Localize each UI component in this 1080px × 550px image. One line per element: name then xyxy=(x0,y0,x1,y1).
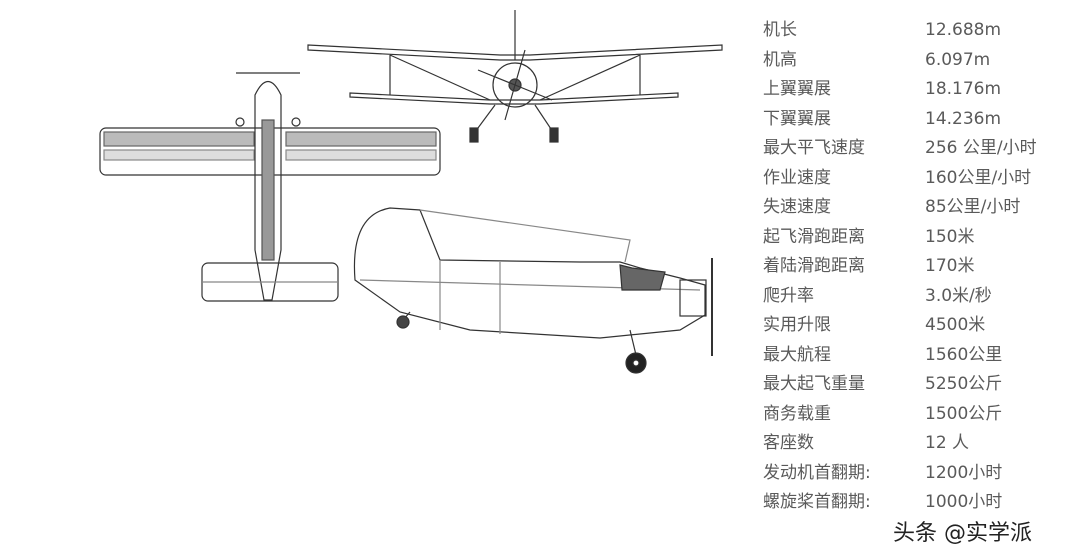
side-view xyxy=(353,207,713,374)
spec-label: 客座数 xyxy=(763,433,814,453)
top-view xyxy=(99,72,441,302)
spec-row: 机高 6.097m xyxy=(763,48,1080,72)
spec-label: 起飞滑跑距离 xyxy=(763,226,865,247)
spec-row: 发动机首翻期: 1200小时 xyxy=(763,461,1080,485)
front-view xyxy=(307,10,723,143)
spec-value: 18.176m xyxy=(925,79,1002,99)
spec-label: 着陆滑跑距离 xyxy=(763,256,865,276)
spec-row: 螺旋桨首翻期: 1000小时 xyxy=(763,490,1080,514)
spec-row: 最大航程 1560公里 xyxy=(763,343,1080,367)
spec-row: 机长 12.688m xyxy=(763,18,1080,42)
spec-row: 爬升率 3.0米/秒 xyxy=(763,284,1080,308)
spec-value: 170米 xyxy=(925,256,975,276)
spec-row: 客座数 12 人 xyxy=(763,431,1080,455)
spec-label: 螺旋桨首翻期: xyxy=(763,492,871,512)
spec-value: 12.688m xyxy=(925,20,1002,40)
spec-label: 失速速度 xyxy=(763,197,831,217)
spec-value: 3.0米/秒 xyxy=(925,285,992,306)
spec-label: 实用升限 xyxy=(763,315,831,335)
spec-label: 机高 xyxy=(763,49,797,70)
spec-value: 12 人 xyxy=(925,433,970,453)
spec-label: 爬升率 xyxy=(763,285,814,306)
spec-value: 5250公斤 xyxy=(925,374,1003,394)
spec-row: 最大平飞速度 256 公里/小时 xyxy=(763,136,1080,160)
spec-value: 160公里/小时 xyxy=(925,167,1032,188)
spec-label: 上翼翼展 xyxy=(763,79,831,99)
spec-label: 机长 xyxy=(763,20,797,40)
spec-row: 最大起飞重量 5250公斤 xyxy=(763,372,1080,396)
spec-row: 上翼翼展 18.176m xyxy=(763,77,1080,101)
spec-label: 发动机首翻期: xyxy=(763,462,871,483)
spec-value: 6.097m xyxy=(925,49,991,70)
spec-row: 商务载重 1500公斤 xyxy=(763,402,1080,426)
spec-value: 1560公里 xyxy=(925,344,1003,365)
spec-row: 失速速度 85公里/小时 xyxy=(763,195,1080,219)
spec-row: 作业速度 160公里/小时 xyxy=(763,166,1080,190)
spec-row: 着陆滑跑距离 170米 xyxy=(763,254,1080,278)
spec-label: 最大平飞速度 xyxy=(763,138,865,158)
spec-value: 1200小时 xyxy=(925,462,1003,483)
spec-row: 下翼翼展 14.236m xyxy=(763,107,1080,131)
spec-label: 商务载重 xyxy=(763,403,831,424)
spec-label: 最大起飞重量 xyxy=(763,374,865,394)
spec-value: 1500公斤 xyxy=(925,403,1003,424)
spec-label: 作业速度 xyxy=(763,167,831,188)
spec-value: 14.236m xyxy=(925,108,1002,129)
spec-label: 下翼翼展 xyxy=(763,108,831,129)
spec-value: 85公里/小时 xyxy=(925,197,1021,217)
spec-row: 实用升限 4500米 xyxy=(763,313,1080,337)
spec-row: 起飞滑跑距离 150米 xyxy=(763,225,1080,249)
spec-value: 4500米 xyxy=(925,315,986,335)
watermark: 头条 @实学派 xyxy=(893,521,1032,546)
spec-label: 最大航程 xyxy=(763,344,831,365)
spec-value: 1000小时 xyxy=(925,492,1003,512)
spec-value: 150米 xyxy=(925,226,975,247)
spec-value: 256 公里/小时 xyxy=(925,138,1037,158)
